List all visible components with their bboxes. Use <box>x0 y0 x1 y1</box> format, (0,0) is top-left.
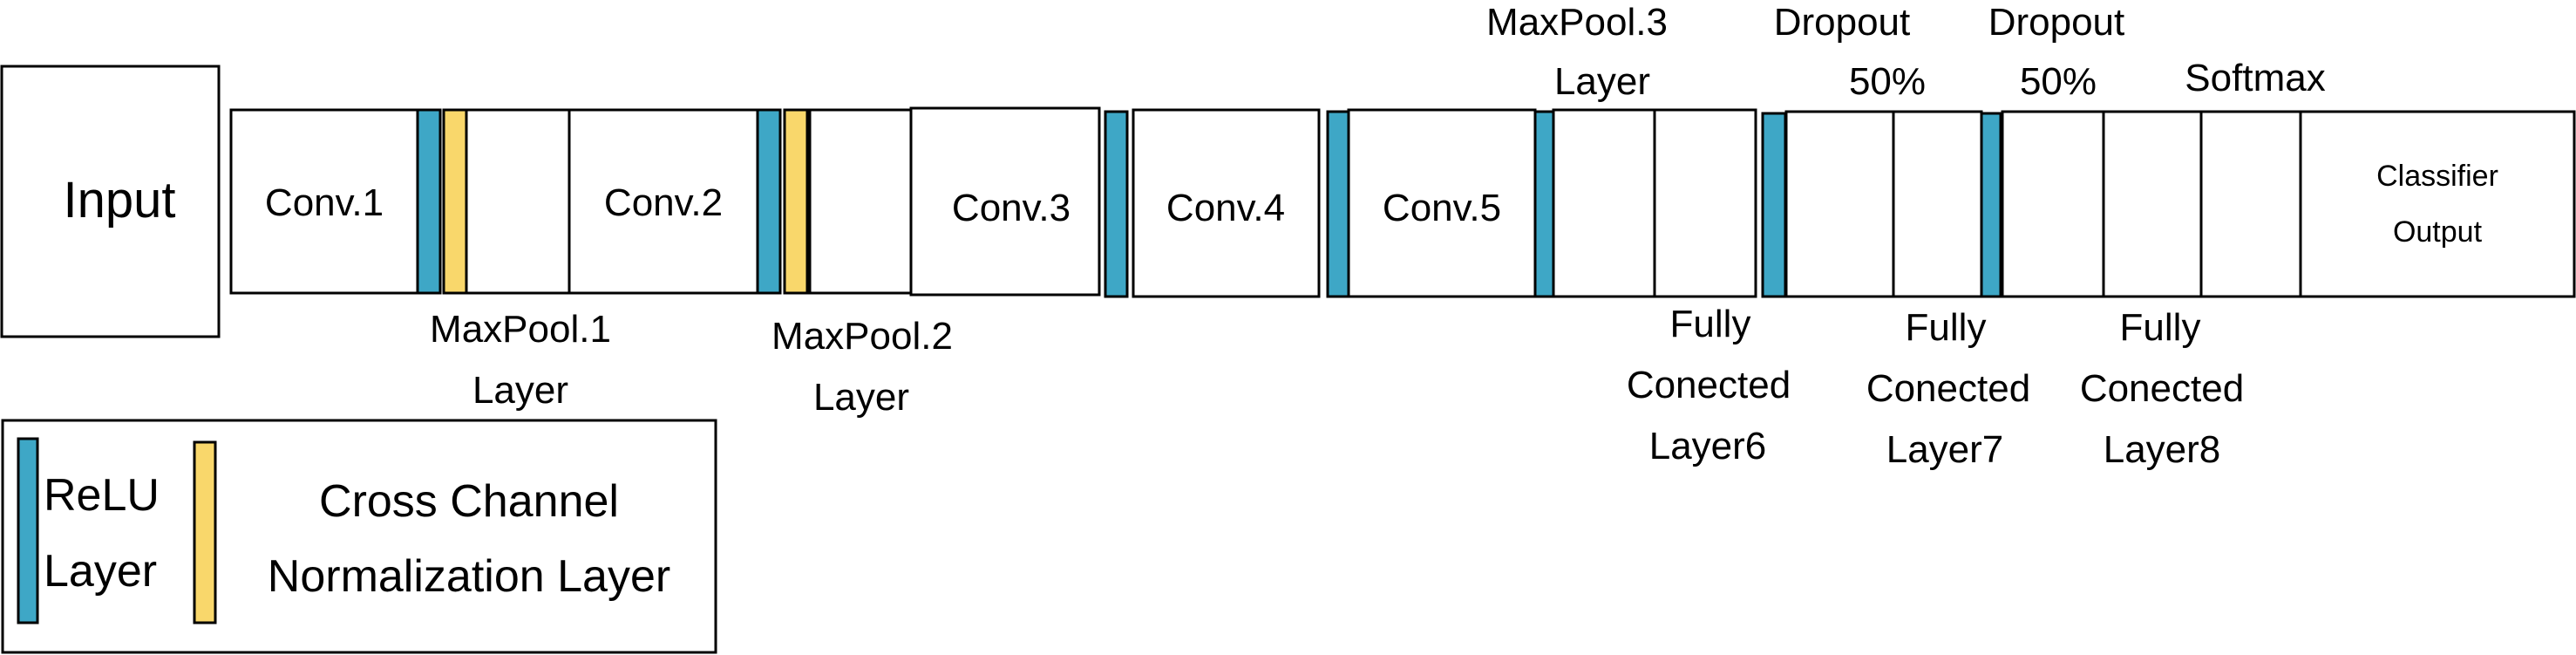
conv2-block <box>568 108 759 295</box>
maxpool1-label-line1: MaxPool.1 <box>430 308 611 351</box>
fc6-label-line2: Conected <box>1627 364 1791 406</box>
conv5-label: Conv.5 <box>1383 187 1501 229</box>
maxpool3-label-line2: Layer <box>1554 60 1650 103</box>
dropout2-block <box>2001 110 2105 298</box>
maxpool2-label-line2: Layer <box>813 376 909 419</box>
classifier-output-block <box>2299 110 2576 298</box>
fc7-label-line2: Conected <box>1866 367 2030 410</box>
relu-layer-4 <box>1326 110 1350 298</box>
conv3-block <box>909 106 1101 297</box>
input-block <box>0 65 221 338</box>
legend-relu-label-line2: Layer <box>44 546 157 597</box>
dropout2-label-line2: 50% <box>2020 60 2097 103</box>
conv3-label: Conv.3 <box>952 187 1071 229</box>
maxpool3-block <box>1552 108 1656 298</box>
legend-normalization-swatch <box>193 440 217 624</box>
normalization-layer-1 <box>442 108 468 295</box>
legend-box <box>1 419 717 654</box>
normalization-layer-2 <box>783 108 809 295</box>
conv1-block <box>229 108 419 295</box>
softmax-block <box>2199 110 2302 298</box>
fc8-label-line1: Fully <box>2120 306 2201 349</box>
maxpool1-label-line2: Layer <box>472 369 568 412</box>
dropout1-block <box>1784 110 1895 298</box>
conv4-label: Conv.4 <box>1166 187 1285 229</box>
conv4-block <box>1132 108 1321 298</box>
relu-layer-2 <box>756 108 782 295</box>
relu-layer-3 <box>1104 110 1129 298</box>
fc8-block <box>2102 110 2203 298</box>
relu-layer-7 <box>1980 112 2002 298</box>
relu-layer-5 <box>1533 110 1555 298</box>
legend-normalization-label-line1: Cross Channel <box>319 476 619 527</box>
maxpool2-block <box>808 108 913 295</box>
maxpool3-label-line1: MaxPool.3 <box>1486 1 1668 44</box>
conv2-label: Conv.2 <box>604 181 723 224</box>
classifier-output-label-line1: Classifier <box>2376 160 2498 193</box>
dropout2-label-line1: Dropout <box>1988 1 2125 44</box>
input-label: Input <box>64 172 176 229</box>
dropout1-label-line1: Dropout <box>1774 1 1911 44</box>
legend-relu-label-line1: ReLU <box>44 470 160 521</box>
relu-layer-6 <box>1761 112 1787 298</box>
fc7-label-line3: Layer7 <box>1886 428 2004 471</box>
conv1-label: Conv.1 <box>265 181 384 224</box>
conv5-block <box>1347 108 1537 298</box>
legend-normalization-label-line2: Normalization Layer <box>268 551 670 602</box>
fc6-block <box>1653 108 1757 298</box>
fc6-label-line3: Layer6 <box>1649 425 1767 467</box>
fc8-label-line2: Conected <box>2080 367 2244 410</box>
fc8-label-line3: Layer8 <box>2104 428 2221 471</box>
classifier-output-label-line2: Output <box>2393 215 2483 249</box>
fc7-label-line1: Fully <box>1906 306 1987 349</box>
dropout1-label-line2: 50% <box>1849 60 1926 103</box>
softmax-label: Softmax <box>2185 57 2325 99</box>
maxpool2-label-line1: MaxPool.2 <box>771 315 953 358</box>
fc6-label-line1: Fully <box>1670 303 1751 345</box>
legend-relu-swatch <box>17 437 39 624</box>
fc7-block <box>1892 110 1983 298</box>
relu-layer-1 <box>416 108 442 295</box>
